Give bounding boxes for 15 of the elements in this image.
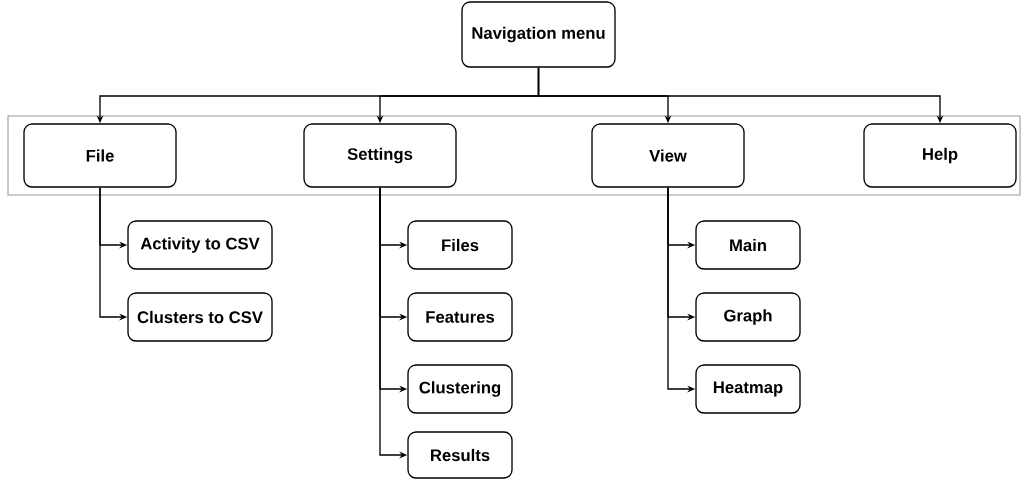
menu-box: Clustering xyxy=(407,364,513,414)
menu-box: Files xyxy=(407,220,513,270)
menu-box: Clusters to CSV xyxy=(127,292,273,342)
menu-box: Navigation menu xyxy=(461,1,616,68)
menu-box: Results xyxy=(407,431,513,479)
menu-box: View xyxy=(591,123,745,188)
menu-box: File xyxy=(23,123,177,188)
menu-box: Features xyxy=(407,292,513,342)
group-band xyxy=(7,115,1021,196)
menu-box: Activity to CSV xyxy=(127,220,273,270)
menu-box: Heatmap xyxy=(695,364,801,414)
menu-box: Help xyxy=(863,123,1017,188)
menu-box: Settings xyxy=(303,123,457,188)
menu-box: Main xyxy=(695,220,801,270)
menu-box: Graph xyxy=(695,292,801,342)
